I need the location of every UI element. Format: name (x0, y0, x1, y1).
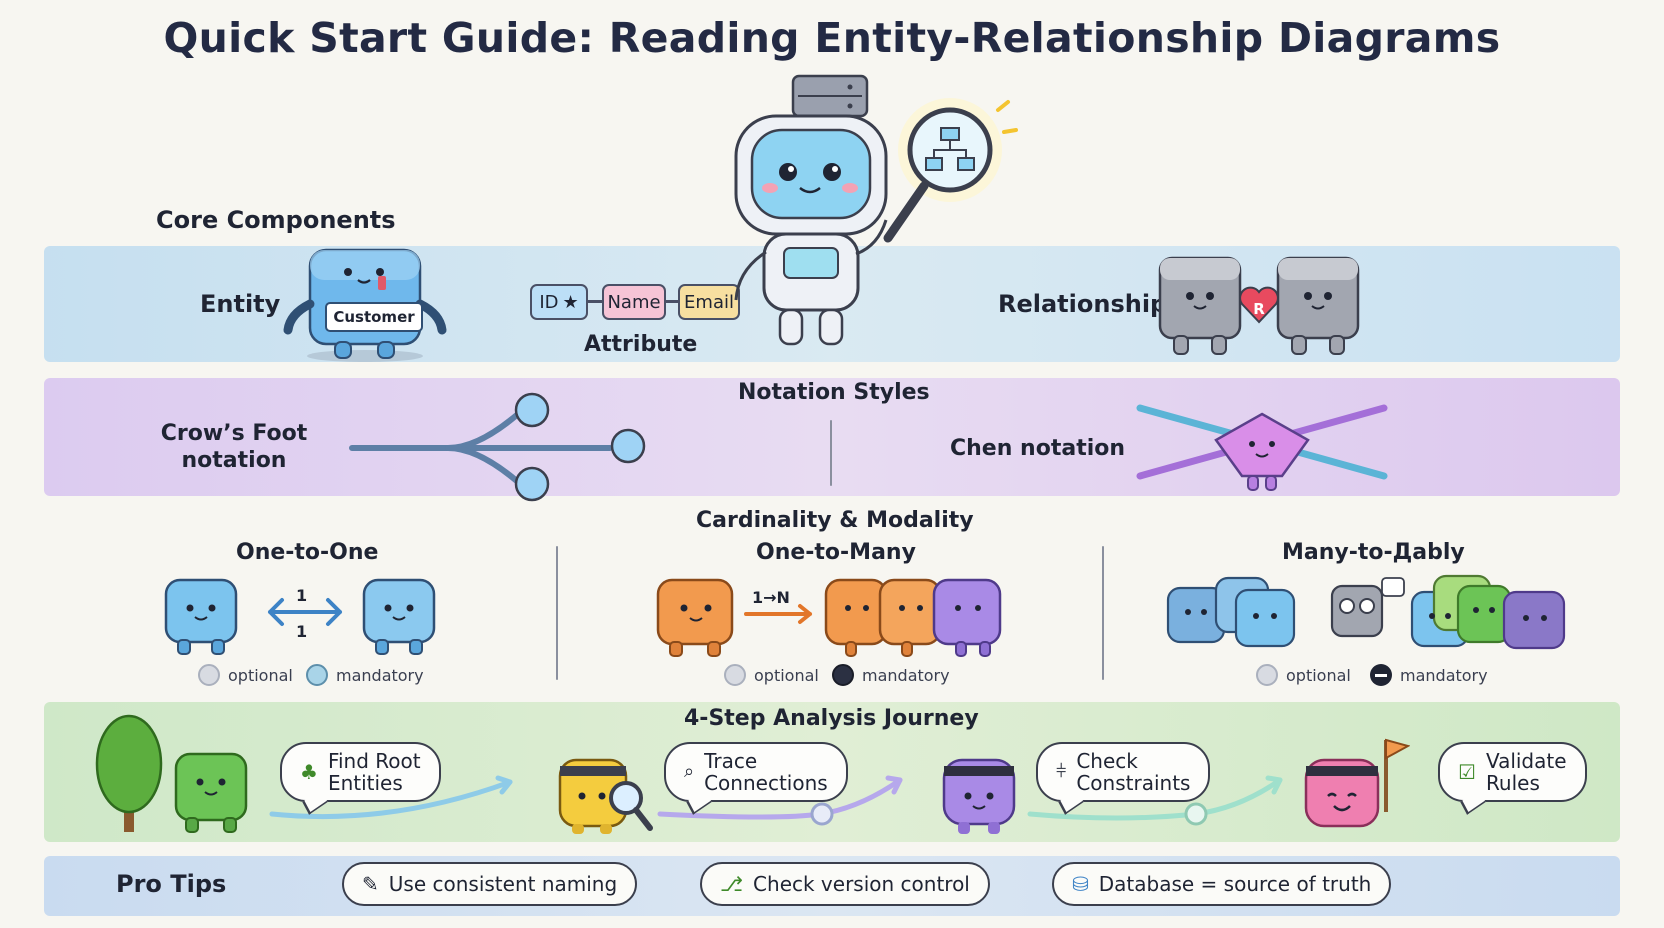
constraint-icon: ⫩ (1056, 761, 1067, 782)
tip-consistent-naming-label: Use consistent naming (388, 872, 618, 896)
journey-heading: 4-Step Analysis Journey (684, 706, 979, 731)
many-to-many-label: Many-to-Дably (1282, 540, 1465, 565)
journey-step-1-label: Find Root Entities (327, 749, 421, 795)
chen-notation-label: Chen notation (950, 436, 1126, 461)
journey-step-2-label: Trace Connections (704, 749, 828, 795)
branch-icon: ⎇ (720, 872, 744, 896)
one-to-one-legend-optional: optional (198, 664, 293, 686)
legend-optional-text: optional (754, 665, 819, 685)
tip-consistent-naming: ✎ Use consistent naming (342, 862, 638, 906)
relationship-characters (1158, 256, 1360, 355)
many-to-many-legend-mandatory: mandatory (1370, 664, 1488, 686)
optional-circle-icon (1256, 664, 1278, 686)
notation-divider (830, 420, 832, 486)
page-title: Quick Start Guide: Reading Entity-Relati… (163, 14, 1501, 62)
journey-path (269, 775, 1283, 826)
legend-mandatory-text: mandatory (336, 665, 424, 685)
attribute-label: Attribute (584, 332, 698, 357)
one-to-one-bottom: 1 (296, 622, 308, 641)
one-to-one-label: One-to-One (236, 540, 379, 565)
pro-tips-heading: Pro Tips (116, 870, 227, 898)
cardinality-divider-right (1102, 546, 1104, 680)
attribute-tag-id: ID★ (530, 284, 588, 320)
attribute-connector (588, 300, 602, 303)
tip-database-truth-label: Database = source of truth (1098, 872, 1372, 896)
one-to-one-legend-mandatory: mandatory (306, 664, 424, 686)
legend-optional-text: optional (1286, 665, 1351, 685)
legend-mandatory-text: mandatory (1400, 665, 1488, 685)
mandatory-circle-icon (306, 664, 328, 686)
star-icon: ★ (562, 291, 579, 313)
tree-icon: ♣ (300, 760, 318, 784)
legend-optional-text: optional (228, 665, 293, 685)
journey-step-1: ♣ Find Root Entities (280, 742, 441, 802)
tip-version-control-label: Check version control (753, 872, 970, 896)
notation-styles-band (44, 378, 1620, 496)
optional-circle-icon (198, 664, 220, 686)
journey-step-4-label: Validate Rules (1485, 749, 1567, 795)
checkbox-icon: ☑ (1458, 760, 1476, 784)
many-to-many-diagram (1166, 574, 1566, 650)
mandatory-minus-circle-icon (1370, 664, 1392, 686)
chen-notation-diagram (1136, 404, 1388, 491)
yellow-detective-character (558, 758, 653, 834)
entity-card: Customer (325, 302, 423, 332)
legend-mandatory-text: mandatory (862, 665, 950, 685)
journey-step-4: ☑ Validate Rules (1438, 742, 1587, 802)
entity-label: Entity (200, 290, 281, 318)
many-to-many-legend-optional: optional (1256, 664, 1351, 686)
one-to-many-diagram (656, 578, 1002, 657)
crows-foot-diagram (349, 392, 646, 502)
notepad-pencil-icon: ✎ (362, 872, 379, 896)
magnifier-icon: ⌕ (684, 761, 695, 782)
database-icon: ⛁ (1072, 872, 1089, 896)
attribute-connector (666, 300, 678, 303)
attribute-tag-email: Email (678, 284, 740, 320)
journey-step-2: ⌕ Trace Connections (664, 742, 848, 802)
cardinality-heading: Cardinality & Modality (696, 508, 974, 533)
one-to-one-diagram (164, 578, 436, 655)
one-to-many-legend-optional: optional (724, 664, 819, 686)
relationship-label: Relationship (998, 290, 1168, 318)
robot-mascot (734, 74, 1018, 346)
optional-circle-icon (724, 664, 746, 686)
tree-and-green-character (95, 714, 248, 833)
cardinality-divider-left (556, 546, 558, 680)
purple-character (942, 758, 1016, 834)
attribute-tag-name: Name (602, 284, 666, 320)
journey-step-3: ⫩ Check Constraints (1036, 742, 1211, 802)
pink-character-with-flag (1304, 738, 1410, 828)
notation-styles-heading: Notation Styles (738, 380, 930, 405)
core-components-heading: Core Components (156, 206, 396, 234)
one-to-many-arrow-label: 1→N (752, 588, 790, 607)
attribute-tag-id-label: ID (539, 291, 559, 313)
relationship-badge: R (1253, 300, 1265, 318)
mandatory-filled-circle-icon (832, 664, 854, 686)
journey-step-3-label: Check Constraints (1076, 749, 1191, 795)
crows-foot-label: Crow’s Foot notation (160, 421, 308, 473)
one-to-many-label: One-to-Many (756, 540, 916, 565)
one-to-many-legend-mandatory: mandatory (832, 664, 950, 686)
one-to-one-top: 1 (296, 586, 308, 605)
tip-version-control: ⎇ Check version control (700, 862, 990, 906)
tip-database-truth: ⛁ Database = source of truth (1052, 862, 1392, 906)
